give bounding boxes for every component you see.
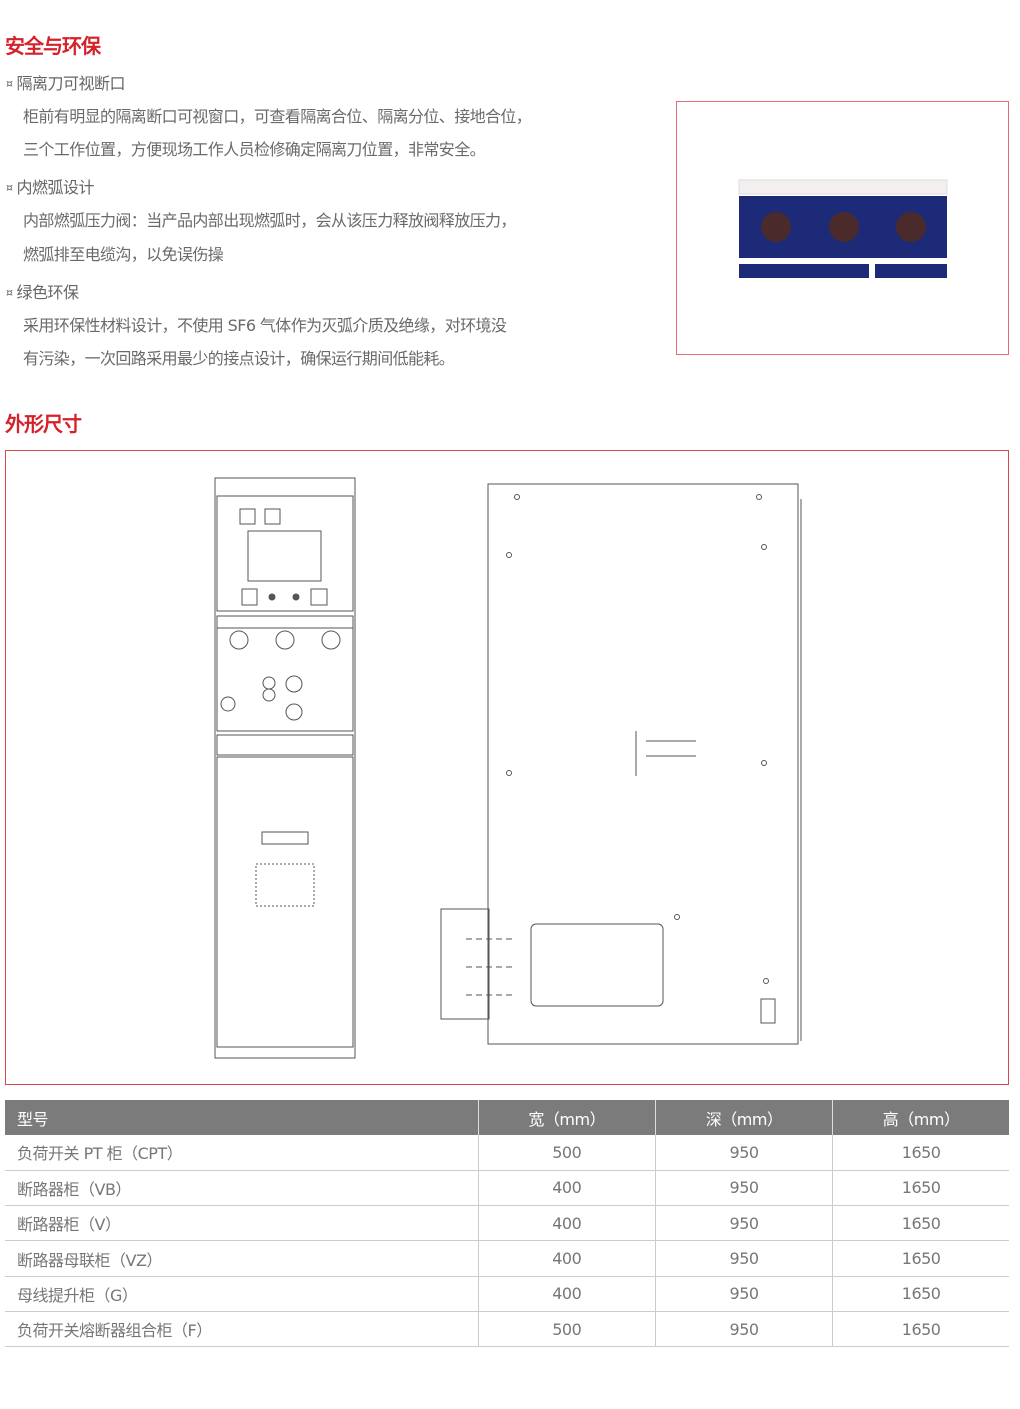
paragraph-line: 三个工作位置，方便现场工作人员检修确定隔离刀位置，非常安全。 (23, 140, 486, 159)
table-cell: 1650 (832, 1311, 1009, 1348)
table-cell: 950 (655, 1311, 834, 1348)
table-cell: 500 (478, 1135, 656, 1171)
paragraph-line: 有污染，一次回路采用最少的接点设计，确保运行期间低能耗。 (23, 349, 455, 368)
table-cell: 950 (655, 1205, 834, 1242)
column-header: 型号 (5, 1100, 479, 1135)
table-cell: 负荷开关熔断器组合柜（F） (5, 1311, 479, 1348)
table-cell: 400 (478, 1205, 656, 1242)
column-header: 高（mm） (832, 1100, 1009, 1135)
bullet-heading: ¤隔离刀可视断口 (6, 74, 126, 93)
table-cell: 400 (478, 1170, 656, 1207)
table-cell: 950 (655, 1170, 834, 1207)
section-title-safety: 安全与环保 (5, 34, 101, 58)
table-cell: 950 (655, 1135, 834, 1171)
table-cell: 1650 (832, 1135, 1009, 1171)
table-cell: 母线提升柜（G） (5, 1276, 479, 1312)
paragraph-line: 内部燃弧压力阀：当产品内部出现燃弧时，会从该压力释放阀释放压力， (23, 211, 516, 230)
dimension-drawing (5, 450, 1009, 1085)
section-title-dimensions: 外形尺寸 (5, 412, 82, 436)
paragraph-line: 柜前有明显的隔离断口可视窗口，可查看隔离合位、隔离分位、接地合位， (23, 107, 532, 126)
front-view-drawing (214, 477, 356, 1059)
table-cell: 负荷开关 PT 柜（CPT） (5, 1135, 479, 1171)
table-cell: 1650 (832, 1240, 1009, 1277)
table-cell: 断路器柜（V） (5, 1205, 479, 1242)
column-header: 深（mm） (655, 1100, 834, 1135)
table-cell: 断路器母联柜（VZ） (5, 1240, 479, 1277)
table-cell: 400 (478, 1240, 656, 1277)
side-view-drawing (440, 483, 802, 1045)
table-cell: 1650 (832, 1170, 1009, 1207)
bullet-heading: ¤内燃弧设计 (6, 178, 95, 197)
table-cell: 500 (478, 1311, 656, 1348)
column-header: 宽（mm） (478, 1100, 656, 1135)
table-cell: 断路器柜（VB） (5, 1170, 479, 1207)
table-cell: 950 (655, 1276, 834, 1312)
table-cell: 400 (478, 1276, 656, 1312)
paragraph-line: 燃弧排至电缆沟，以免误伤操 (23, 245, 224, 264)
bullet-heading: ¤绿色环保 (6, 283, 79, 302)
paragraph-line: 采用环保性材料设计，不使用 SF6 气体作为灭弧介质及绝缘，对环境没 (23, 316, 507, 335)
table-cell: 1650 (832, 1205, 1009, 1242)
viewing-window-photo (676, 101, 1009, 355)
table-header-row: 型号 宽（mm） 深（mm） 高（mm） (5, 1100, 1009, 1135)
window-hole (761, 212, 926, 242)
table-cell: 950 (655, 1240, 834, 1277)
table-cell: 1650 (832, 1276, 1009, 1312)
